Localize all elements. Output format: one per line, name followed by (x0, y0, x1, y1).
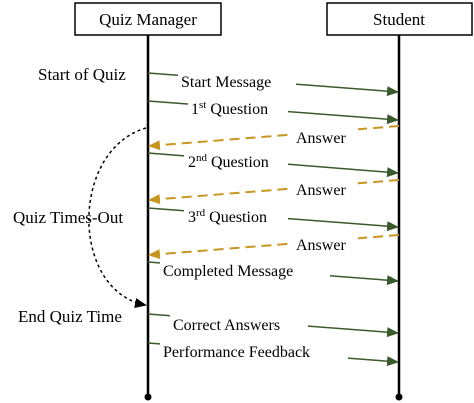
start-message-label-bg (178, 72, 296, 90)
student-box (326, 2, 473, 36)
quiz-manager-box (74, 2, 222, 36)
participant-quiz-manager: Quiz Manager (74, 2, 222, 401)
student-label: Student (373, 10, 425, 29)
quiz-manager-label: Quiz Manager (99, 10, 197, 29)
correct-answers-label: Correct Answers (173, 317, 280, 334)
question-2-label-bg (184, 151, 288, 171)
quiz-times-out-label: Quiz Times-Out (13, 208, 123, 227)
participant-student: Student (326, 2, 473, 401)
question-3-label: 3rd Question (188, 207, 267, 226)
performance-feedback-label: Performance Feedback (163, 344, 310, 361)
answer-3-label: Answer (296, 237, 346, 254)
question-3-label-bg (184, 206, 288, 226)
correct-answers-label-bg (170, 314, 308, 333)
question-1-label: 1st Question (191, 99, 268, 118)
answer-1-label-bg (292, 128, 358, 146)
question-1-label-bg (188, 98, 288, 118)
timeout-curve (88, 127, 147, 308)
answer-1-label: Answer (296, 130, 346, 147)
answer-1-arrow (148, 125, 400, 151)
start-of-quiz-label: Start of Quiz (38, 65, 126, 84)
performance-feedback-label-bg (160, 341, 348, 360)
end-quiz-time-label: End Quiz Time (18, 307, 122, 326)
question-2-label: 2nd Question (188, 152, 269, 171)
answer-3-arrow (148, 234, 400, 260)
completed-message-label-bg (160, 260, 330, 279)
completed-message-label: Completed Message (163, 263, 293, 280)
answer-2-arrow (148, 179, 400, 205)
quiz-manager-lifeline-end (144, 393, 152, 401)
answer-2-label: Answer (296, 182, 346, 199)
start-message-label: Start Message (181, 74, 271, 91)
answer-3-label-bg (292, 235, 358, 253)
student-lifeline-end (395, 393, 403, 401)
answer-2-label-bg (292, 180, 358, 198)
